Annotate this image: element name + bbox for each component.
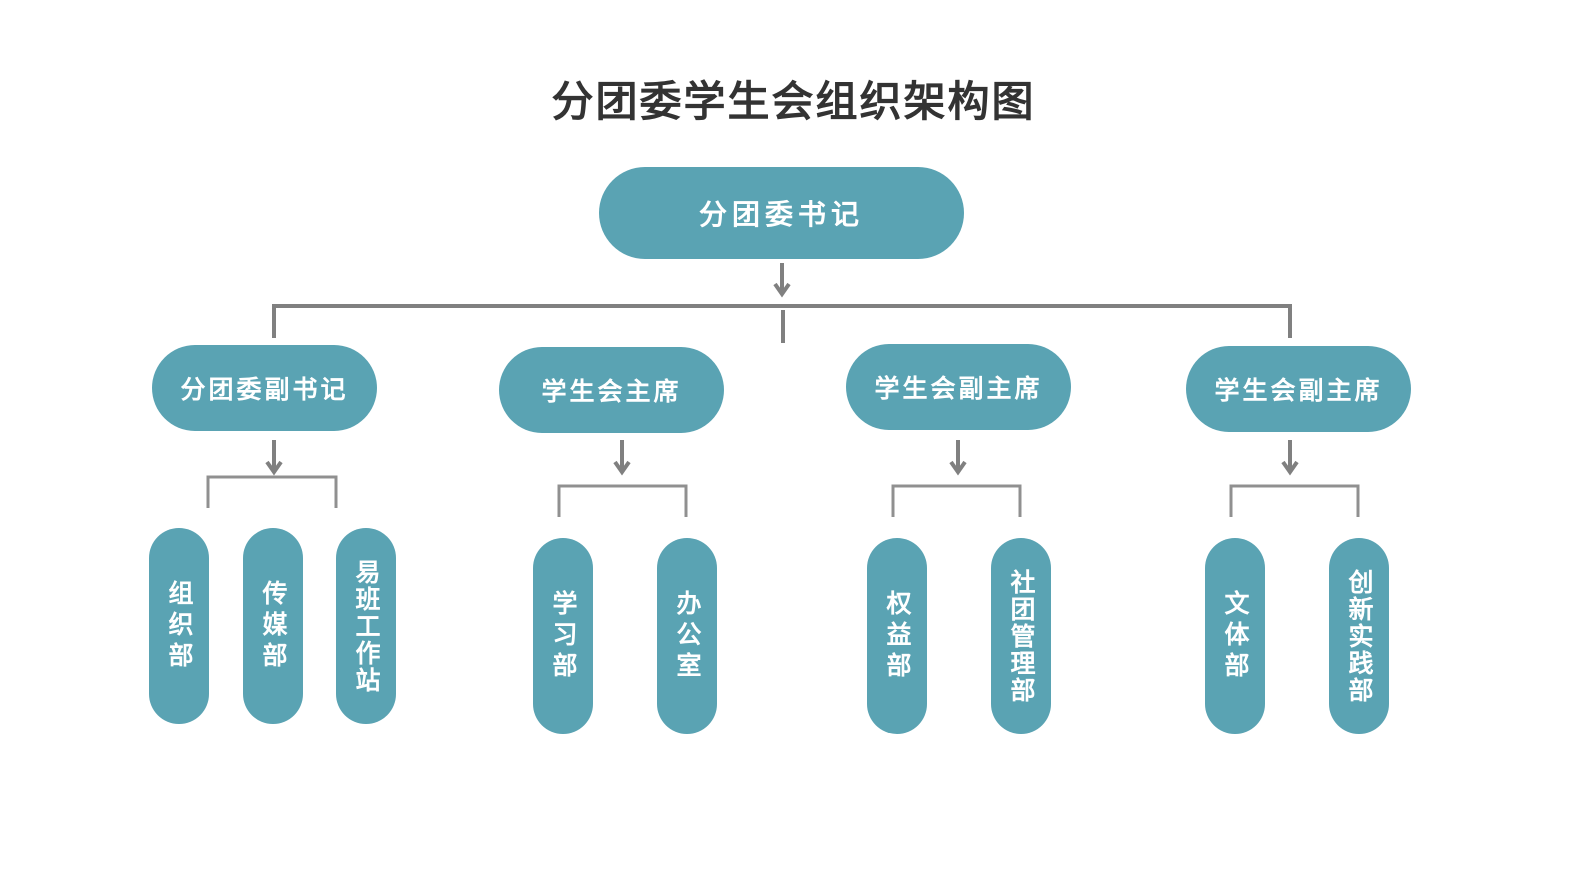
leader-node-president: 学生会主席 <box>499 347 724 433</box>
leader-arrow-head-4 <box>1281 460 1299 476</box>
leader-arrow-head-1 <box>265 460 283 476</box>
dept-node-organization: 组织部 <box>149 528 209 724</box>
dept-node-study: 学习部 <box>533 538 593 734</box>
dept-node-yiban-station: 易班工作站 <box>336 528 396 724</box>
dept-node-office: 办公室 <box>657 538 717 734</box>
leader-arrow-head-2 <box>613 460 631 476</box>
dept-node-culture-sports: 文体部 <box>1205 538 1265 734</box>
leader-node-vice-president-1: 学生会副主席 <box>846 344 1071 430</box>
bracket-1 <box>206 475 338 508</box>
root-arrow-head <box>773 282 791 298</box>
leader-arrow-head-3 <box>949 460 967 476</box>
bracket-4 <box>1229 484 1360 517</box>
dept-node-club-management: 社团管理部 <box>991 538 1051 734</box>
root-node-secretary: 分团委书记 <box>599 167 964 259</box>
dept-node-innovation-practice: 创新实践部 <box>1329 538 1389 734</box>
bracket-3 <box>891 484 1022 517</box>
leader-node-vice-president-2: 学生会副主席 <box>1186 346 1411 432</box>
bracket-2 <box>557 484 688 517</box>
leader-node-deputy-secretary: 分团委副书记 <box>152 345 377 431</box>
dept-node-media: 传媒部 <box>243 528 303 724</box>
diagram-title: 分团委学生会组织架构图 <box>551 77 1036 126</box>
dept-node-rights: 权益部 <box>867 538 927 734</box>
